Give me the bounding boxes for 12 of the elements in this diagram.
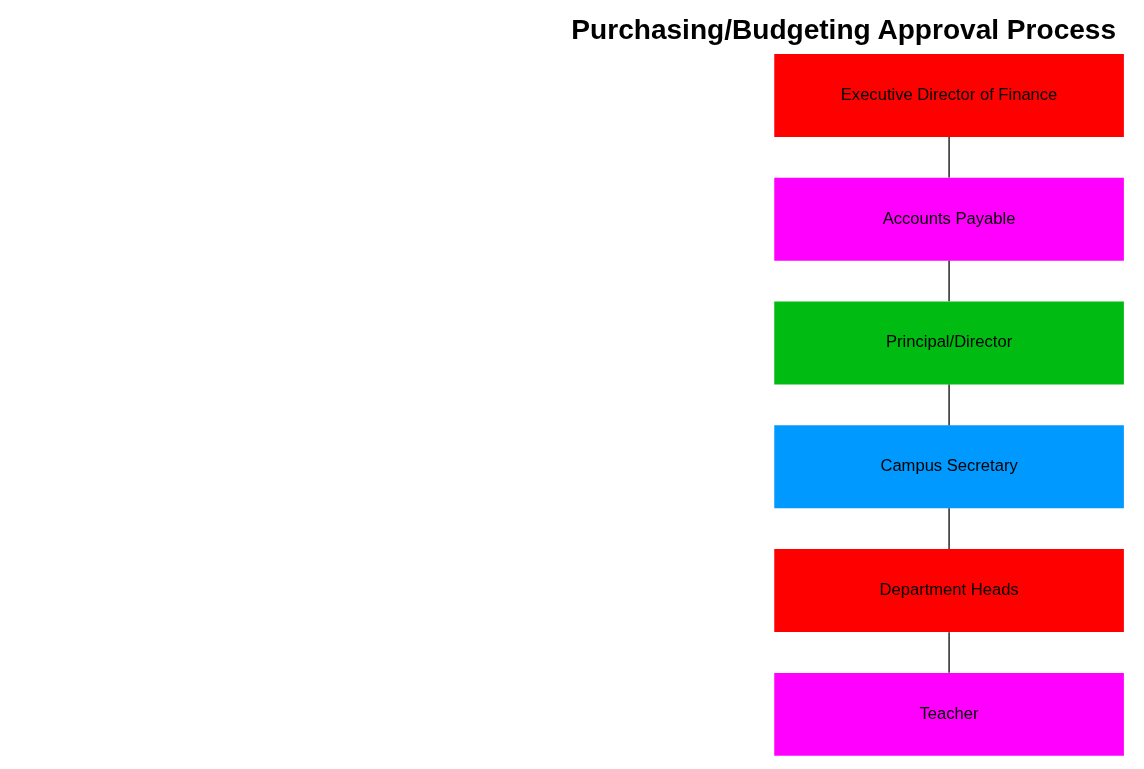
connector	[948, 507, 950, 550]
connector	[948, 260, 950, 302]
node-box: Accounts Payable	[774, 177, 1124, 261]
connector	[948, 136, 950, 179]
connector	[948, 631, 950, 674]
node-box: Executive Director of Finance	[774, 54, 1124, 137]
node-box: Campus Secretary	[774, 425, 1124, 509]
node-box: Teacher	[774, 672, 1124, 756]
node-box: Department Heads	[774, 549, 1124, 633]
connector	[948, 383, 950, 426]
diagram-title: Purchasing/Budgeting Approval Process	[571, 14, 1117, 46]
node-box: Principal/Director	[774, 301, 1124, 385]
